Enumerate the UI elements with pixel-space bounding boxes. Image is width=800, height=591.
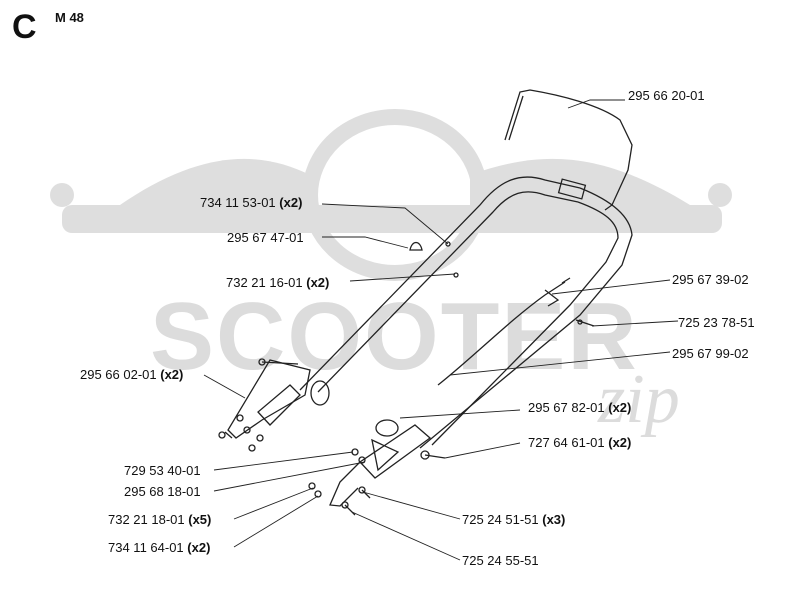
- part-label: 295 67 82-01 (x2): [528, 400, 632, 415]
- part-label: 295 67 99-02: [672, 346, 749, 361]
- model-label: M 48: [55, 10, 84, 25]
- part-label: 725 24 51-51 (x3): [462, 512, 566, 527]
- part-label: 729 53 40-01: [124, 463, 201, 478]
- upper-handle-left-tube: [299, 176, 581, 391]
- bail-bar: [504, 89, 633, 211]
- part-label: 734 11 64-01 (x2): [108, 540, 211, 555]
- part-label: 295 68 18-01: [124, 484, 201, 499]
- part-label: 295 67 47-01: [227, 230, 304, 245]
- part-label: 725 23 78-51: [678, 315, 755, 330]
- cable-clip: [409, 241, 423, 251]
- part-label: 732 21 16-01 (x2): [226, 275, 330, 290]
- part-label: 727 64 61-01 (x2): [528, 435, 632, 450]
- right-lower-tube: [359, 424, 432, 479]
- part-label: 732 21 18-01 (x5): [108, 512, 212, 527]
- part-label: 295 66 02-01 (x2): [80, 367, 184, 382]
- left-lower-tube: [257, 384, 301, 426]
- part-label: 734 11 53-01 (x2): [200, 195, 303, 210]
- part-label: 295 66 20-01: [628, 88, 705, 103]
- part-label: 725 24 55-51: [462, 553, 539, 568]
- part-label: 295 67 39-02: [672, 272, 749, 287]
- section-letter: C: [12, 8, 37, 46]
- watermark-subtext: zip: [598, 361, 680, 438]
